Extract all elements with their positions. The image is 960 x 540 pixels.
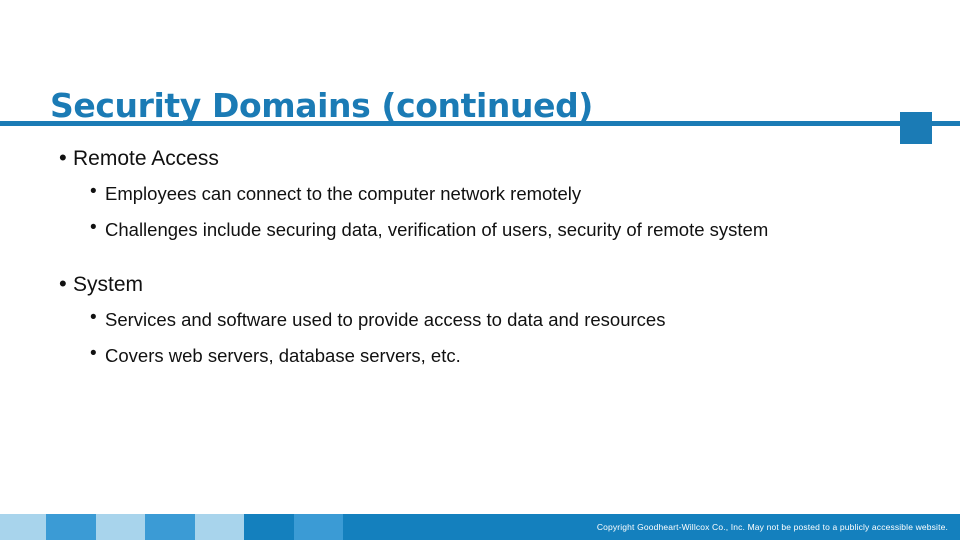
copyright-text: Copyright Goodheart-Willcox Co., Inc. Ma… xyxy=(596,522,948,532)
page-title: Security Domains (continued) xyxy=(50,86,593,126)
bullet-dot-icon: • xyxy=(90,307,97,329)
section-spacer xyxy=(0,252,960,270)
bullet-level2-employees-connect: • Employees can connect to the computer … xyxy=(0,180,960,208)
bullet-level2-services-software: • Services and software used to provide … xyxy=(0,306,960,334)
bullet-text: System xyxy=(73,272,144,296)
footer-fill-bar: Copyright Goodheart-Willcox Co., Inc. Ma… xyxy=(393,514,960,540)
footer-block-0 xyxy=(0,514,46,540)
bullet-level1-remote-access: • Remote Access xyxy=(0,144,960,174)
bullet-dot-icon: • xyxy=(59,270,67,296)
bullet-dot-icon: • xyxy=(90,181,97,203)
footer-block-5 xyxy=(244,514,294,540)
bullet-text: Employees can connect to the computer ne… xyxy=(105,183,582,205)
bullet-dot-icon: • xyxy=(59,145,67,170)
bullet-text: Remote Access xyxy=(73,147,219,170)
footer-block-6 xyxy=(294,514,343,540)
bullet-level2-challenges: • Challenges include securing data, veri… xyxy=(0,216,960,244)
title-divider-rule xyxy=(0,121,960,126)
bullet-text: Covers web servers, database servers, et… xyxy=(105,345,461,367)
slide-body: • Remote Access • Employees can connect … xyxy=(0,144,960,378)
footer-block-1 xyxy=(46,514,96,540)
slide-footer: Copyright Goodheart-Willcox Co., Inc. Ma… xyxy=(0,514,960,540)
footer-block-2 xyxy=(96,514,145,540)
bullet-dot-icon: • xyxy=(90,217,97,239)
title-accent-square xyxy=(900,112,932,144)
footer-block-7 xyxy=(343,514,393,540)
footer-block-4 xyxy=(195,514,244,540)
footer-color-blocks xyxy=(0,514,393,540)
bullet-level1-system: • System xyxy=(0,270,960,300)
bullet-dot-icon: • xyxy=(90,343,97,365)
footer-block-3 xyxy=(145,514,195,540)
bullet-level2-covers-servers: • Covers web servers, database servers, … xyxy=(0,342,960,370)
bullet-text: Services and software used to provide ac… xyxy=(105,309,666,331)
bullet-text: Challenges include securing data, verifi… xyxy=(105,219,769,241)
